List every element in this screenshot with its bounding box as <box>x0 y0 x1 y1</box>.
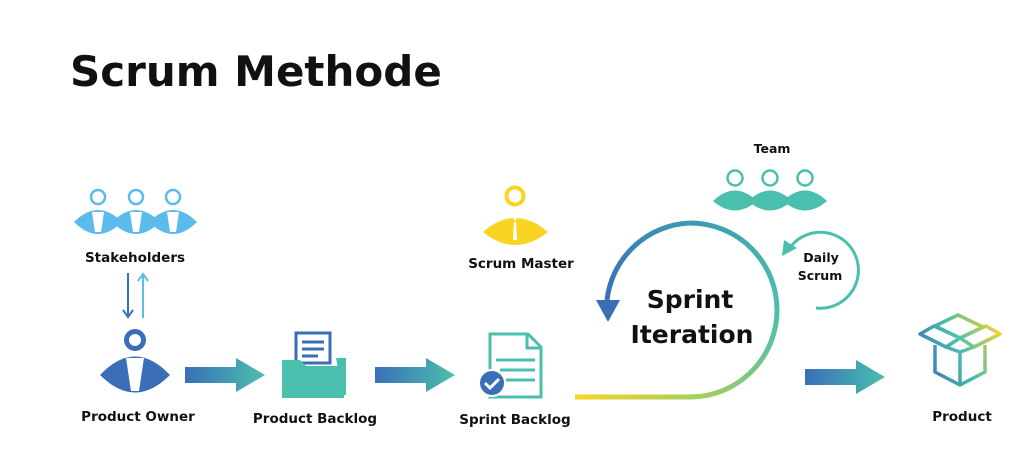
scrum-label: Scrum <box>798 268 843 283</box>
folder-icon <box>282 331 346 398</box>
team-label: Team <box>754 141 791 156</box>
iteration-label: Iteration <box>631 320 754 349</box>
daily-label: Daily <box>803 250 839 265</box>
stakeholders-icon <box>74 188 197 234</box>
sprint-iteration-loop-icon <box>575 220 780 400</box>
page-title: Scrum Methode <box>70 47 442 96</box>
product-owner-label: Product Owner <box>81 409 195 425</box>
product-box-icon <box>918 313 1002 387</box>
sprint-label: Sprint <box>647 285 734 314</box>
product-backlog-label: Product Backlog <box>253 411 377 427</box>
flow-arrow-3 <box>805 360 885 394</box>
check-icon <box>483 377 501 391</box>
product-owner-icon <box>100 329 170 393</box>
product-label: Product <box>932 409 992 425</box>
flow-arrow-1 <box>185 358 265 392</box>
sprint-backlog-label: Sprint Backlog <box>459 412 570 428</box>
scrum-master-icon <box>483 185 548 245</box>
scrum-master-label: Scrum Master <box>468 256 574 272</box>
exchange-arrows-icon <box>122 272 149 319</box>
stakeholders-label: Stakeholders <box>85 250 185 266</box>
flow-arrow-2 <box>375 358 455 392</box>
sprint-backlog-document-icon <box>478 332 543 399</box>
team-icon <box>713 169 827 211</box>
daily-scrum-loop-icon <box>782 230 860 310</box>
